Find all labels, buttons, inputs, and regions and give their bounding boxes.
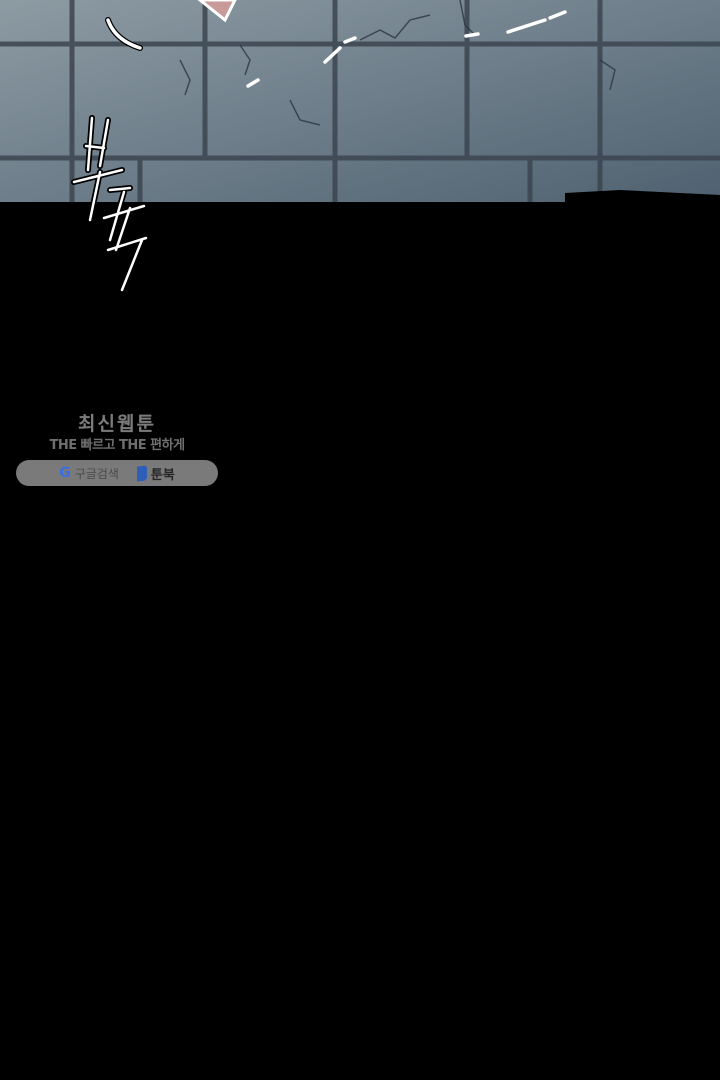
watermark: 최신웹툰 THE 빠르고 THE 편하게 G 구글검색 툰북 xyxy=(16,412,218,486)
search-group: G 구글검색 xyxy=(59,465,119,482)
book-icon xyxy=(136,464,147,482)
watermark-pill: G 구글검색 툰북 xyxy=(16,460,218,486)
watermark-title: 최신웹툰 xyxy=(78,413,156,435)
brand-group: 툰북 xyxy=(136,464,175,483)
watermark-tagline: THE 빠르고 THE 편하게 xyxy=(49,438,185,453)
brand-label: 툰북 xyxy=(150,467,175,483)
search-label: 구글검색 xyxy=(74,466,119,481)
google-icon: G xyxy=(59,465,71,481)
sound-effect-lettering: 부들 xyxy=(71,115,149,293)
